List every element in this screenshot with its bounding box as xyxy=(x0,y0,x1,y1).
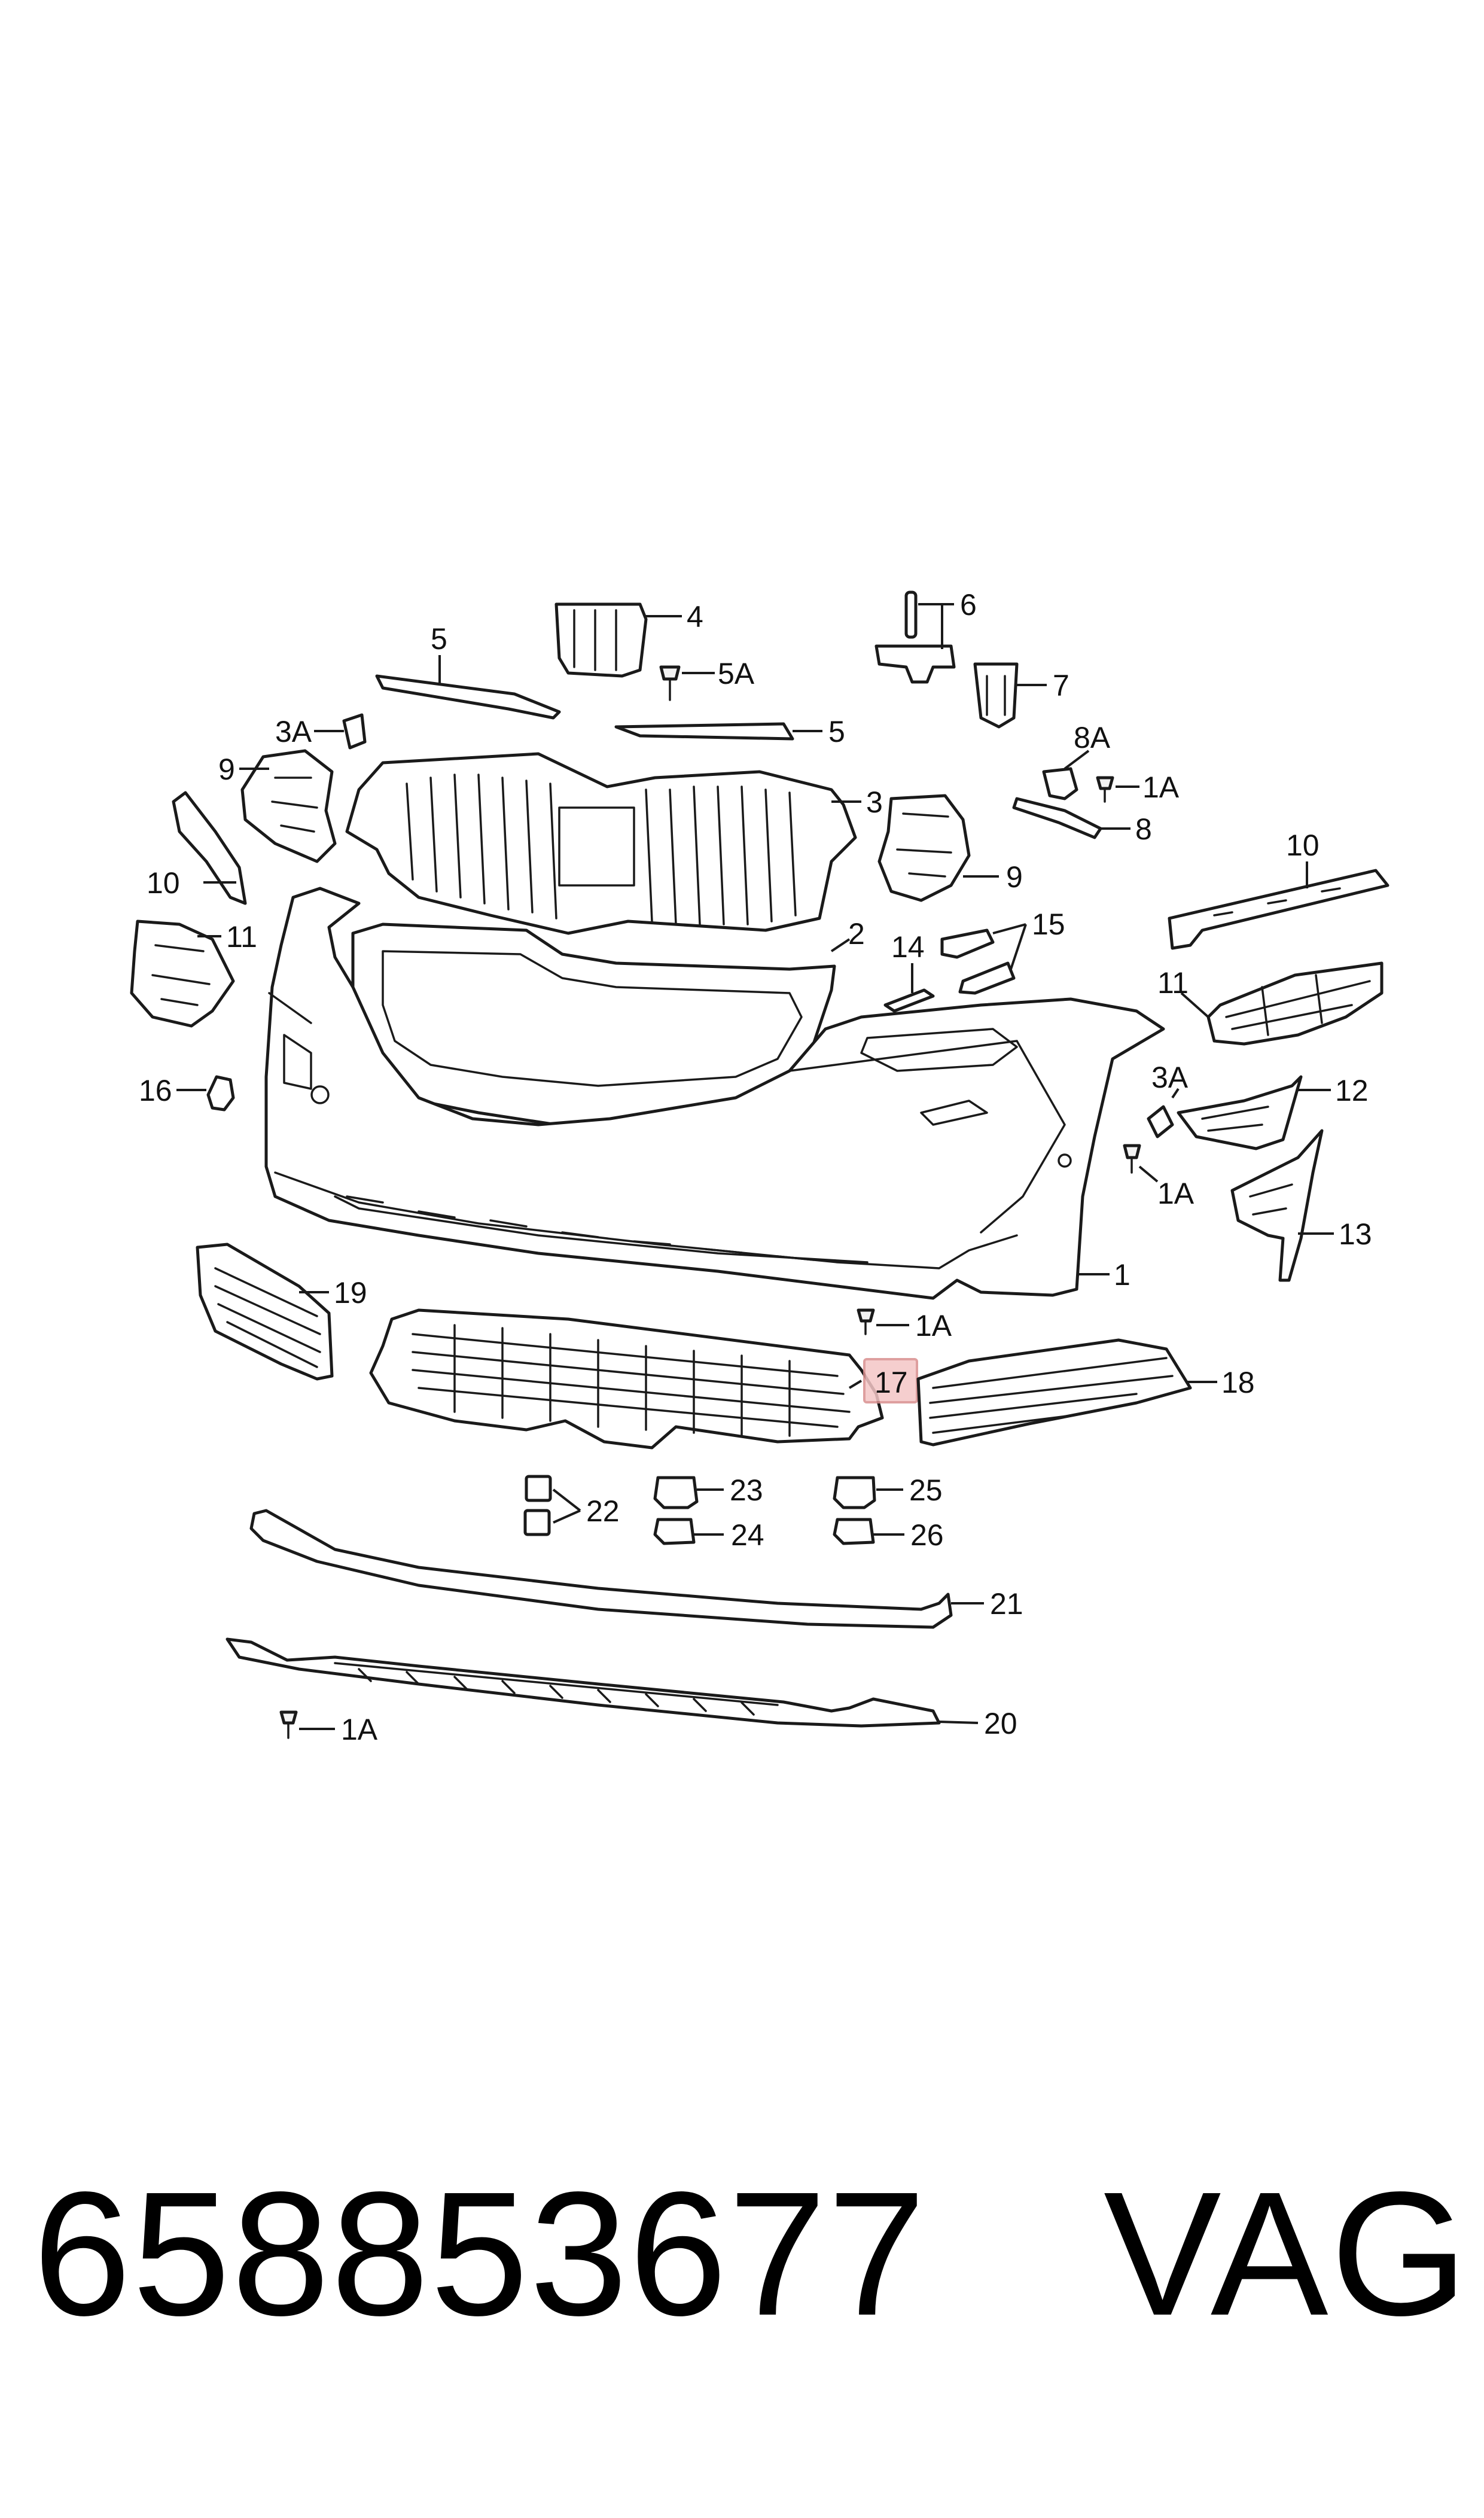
callout-5a[interactable]: 5A xyxy=(718,657,755,690)
callout-1a-right[interactable]: 1A xyxy=(1157,1177,1194,1210)
part-4-shape xyxy=(554,602,648,678)
part-5-left-shape xyxy=(375,674,561,720)
callout-7[interactable]: 7 xyxy=(1053,669,1069,702)
callout-16[interactable]: 16 xyxy=(139,1074,172,1107)
part-22-shape xyxy=(523,1475,552,1536)
callout-18[interactable]: 18 xyxy=(1221,1366,1255,1399)
callout-20[interactable]: 20 xyxy=(984,1707,1017,1740)
part-7-shape xyxy=(973,662,1019,729)
part-18-shape xyxy=(916,1338,1192,1447)
part-11-right-shape xyxy=(1206,961,1384,1046)
clip-8a-shape xyxy=(1042,767,1078,800)
callout-1a-bottom[interactable]: 1A xyxy=(341,1713,378,1746)
callout-11-right[interactable]: 11 xyxy=(1157,966,1189,1000)
callout-13[interactable]: 13 xyxy=(1339,1217,1372,1251)
part-19-shape xyxy=(196,1243,334,1381)
part-15-shape xyxy=(940,928,1016,995)
callout-9-left[interactable]: 9 xyxy=(218,753,235,786)
screw-5a-shape xyxy=(659,665,681,701)
callout-1a-top[interactable]: 1A xyxy=(1142,771,1180,804)
part-10-left-shape xyxy=(172,791,247,905)
callout-24[interactable]: 24 xyxy=(731,1518,764,1552)
callout-3a-right[interactable]: 3A xyxy=(1151,1061,1189,1094)
part-6-shape xyxy=(874,590,956,684)
clip-3a-left-shape xyxy=(342,713,367,750)
clip-3a-right-shape xyxy=(1147,1105,1174,1138)
callout-21[interactable]: 21 xyxy=(990,1587,1023,1621)
callout-8[interactable]: 8 xyxy=(1135,812,1152,846)
part-17-lower-grille-shape xyxy=(369,1308,884,1450)
callout-5-right[interactable]: 5 xyxy=(828,715,845,748)
parts-diagram: 4 5A 5 5 6 7 3A 3 xyxy=(130,588,1389,1746)
callout-9-right[interactable]: 9 xyxy=(1006,860,1023,894)
callout-5-left[interactable]: 5 xyxy=(431,622,447,656)
part-21-shape xyxy=(249,1509,953,1629)
callout-26[interactable]: 26 xyxy=(910,1518,944,1552)
part-24-shape xyxy=(653,1518,696,1545)
part-9-right-shape xyxy=(877,794,971,902)
callout-2[interactable]: 2 xyxy=(848,917,865,951)
callout-10-right[interactable]: 10 xyxy=(1286,829,1320,862)
part-25-shape xyxy=(833,1476,876,1509)
callout-14[interactable]: 14 xyxy=(891,930,925,964)
callout-17[interactable]: 17 xyxy=(874,1366,908,1399)
screw-1a-mid-shape xyxy=(857,1308,875,1335)
callout-22[interactable]: 22 xyxy=(586,1494,620,1528)
callout-3[interactable]: 3 xyxy=(866,785,883,819)
part-1-bumper-shape xyxy=(264,887,1165,1300)
callout-3a-left[interactable]: 3A xyxy=(275,715,312,748)
part-5-right-shape xyxy=(614,722,794,741)
callout-23[interactable]: 23 xyxy=(730,1473,763,1507)
part-16-shape xyxy=(206,1075,235,1112)
part-23-shape xyxy=(653,1476,699,1509)
screw-1a-right-shape xyxy=(1123,1144,1141,1174)
part-13-shape xyxy=(1230,1129,1324,1282)
part-8-shape xyxy=(1012,797,1102,839)
part-10-right-shape xyxy=(1168,869,1389,950)
callout-11-left[interactable]: 11 xyxy=(226,920,257,954)
part-9-left-shape xyxy=(240,749,337,863)
callout-1a-mid[interactable]: 1A xyxy=(915,1309,952,1342)
part-3-grille-shape xyxy=(345,752,857,935)
part-number: 658853677 xyxy=(33,2155,927,2352)
callout-10-left[interactable]: 10 xyxy=(147,866,180,900)
brand-name: VAG xyxy=(1104,2155,1471,2352)
part-11-left-shape xyxy=(130,919,235,1028)
callout-8a[interactable]: 8A xyxy=(1074,721,1111,754)
callout-6[interactable]: 6 xyxy=(960,588,977,622)
screw-1a-bottom-shape xyxy=(279,1710,298,1739)
callout-15[interactable]: 15 xyxy=(1032,908,1065,941)
part-26-shape xyxy=(833,1518,875,1545)
callout-12[interactable]: 12 xyxy=(1335,1074,1369,1107)
part-20-shape xyxy=(226,1637,941,1728)
callout-19[interactable]: 19 xyxy=(334,1276,367,1310)
screw-1a-top-shape xyxy=(1096,776,1114,803)
part-12-shape xyxy=(1177,1075,1303,1150)
callout-1[interactable]: 1 xyxy=(1114,1258,1130,1292)
callout-25[interactable]: 25 xyxy=(909,1473,943,1507)
callout-4[interactable]: 4 xyxy=(687,600,703,634)
part-14-shape xyxy=(883,988,935,1013)
